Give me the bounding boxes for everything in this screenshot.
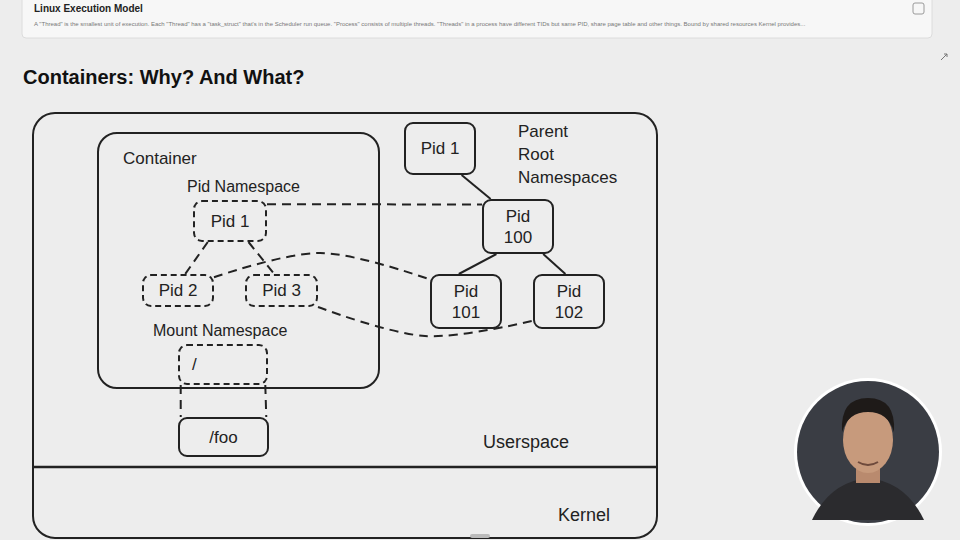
namespace-label: Pid Namespace: [187, 177, 347, 197]
process-box: Pid 3: [245, 274, 318, 307]
node-text: /: [192, 354, 197, 375]
node-text: Pid 1: [211, 211, 250, 232]
presenter-mouth: [858, 462, 878, 465]
group-label: Parent Root Namespaces: [518, 120, 578, 189]
kernel-divider: [34, 466, 656, 469]
node-text: Pid 101: [444, 281, 488, 323]
expand-icon: [941, 54, 947, 60]
webcam-ring: [794, 378, 942, 526]
node-text: Pid 3: [262, 280, 301, 301]
directory-box: /foo: [178, 417, 269, 457]
process-box: Pid 1: [193, 200, 267, 242]
process-tree-line: [459, 254, 497, 274]
node-text: Pid 102: [547, 281, 591, 323]
scroll-handle: [470, 534, 490, 538]
mount-box: /: [178, 344, 268, 385]
presenter-shirt: [812, 478, 924, 520]
process-tree-line: [462, 175, 491, 199]
process-tree-line: [543, 254, 565, 274]
presenter-hair: [842, 398, 894, 432]
system-outline: [33, 113, 657, 538]
node-text: Kernel: [558, 505, 610, 526]
node-text: Pid 1: [421, 138, 460, 159]
process-box: Pid 102: [533, 274, 605, 329]
notes-heading: Linux Execution Model: [34, 3, 434, 15]
userspace-band: UserspaceContainerPid 1Pid 2Pid 3/Pid 1P…: [33, 113, 657, 467]
process-box: Pid 2: [142, 274, 214, 307]
process-box: Pid 100: [482, 199, 554, 254]
process-box: Pid 101: [430, 274, 502, 329]
container-box: ContainerPid 1 Pid 2 Pid 3 /: [97, 132, 380, 389]
mount-mapping-line: [181, 385, 267, 417]
namespace-label: Mount Namespace: [153, 321, 333, 341]
page-title: Containers: Why? And What?: [23, 66, 304, 89]
node-text: Pid 100: [496, 206, 540, 248]
edit-icon: [913, 3, 924, 14]
process-box: Pid 1: [404, 122, 476, 175]
notes-text: A "Thread" is the smallest unit of execu…: [34, 20, 909, 28]
kernel-band: Kernel: [33, 467, 657, 540]
notes-card: [22, 0, 932, 38]
node-text: Pid 2: [159, 280, 198, 301]
node-text: /foo: [209, 427, 237, 448]
webcam-overlay: [794, 378, 942, 526]
node-text: Container: [123, 148, 378, 169]
node-text: Userspace: [483, 432, 569, 453]
webcam-background: [797, 381, 939, 523]
